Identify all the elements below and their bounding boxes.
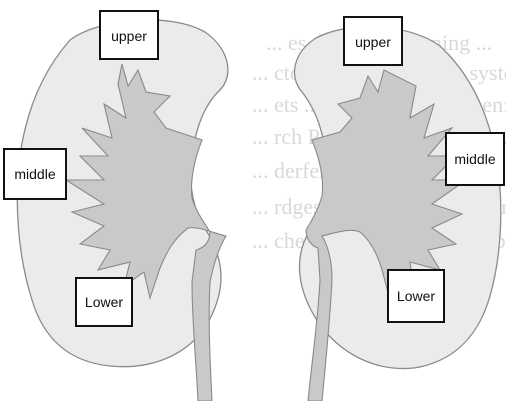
left-lower-label-text: Lower xyxy=(85,294,123,310)
right-upper-label: upper xyxy=(344,17,402,65)
left-lower-label: Lower xyxy=(76,278,132,326)
right-lower-label: Lower xyxy=(388,270,444,322)
right-lower-label-text: Lower xyxy=(397,288,435,304)
right-kidney xyxy=(294,27,500,401)
right-upper-label-text: upper xyxy=(355,34,391,50)
right-middle-label-text: middle xyxy=(454,151,495,167)
left-kidney xyxy=(17,20,228,401)
left-upper-label-text: upper xyxy=(111,28,147,44)
right-middle-label: middle xyxy=(446,133,504,185)
left-middle-label-text: middle xyxy=(14,166,55,182)
left-upper-label: upper xyxy=(100,11,158,59)
left-middle-label: middle xyxy=(4,149,66,199)
